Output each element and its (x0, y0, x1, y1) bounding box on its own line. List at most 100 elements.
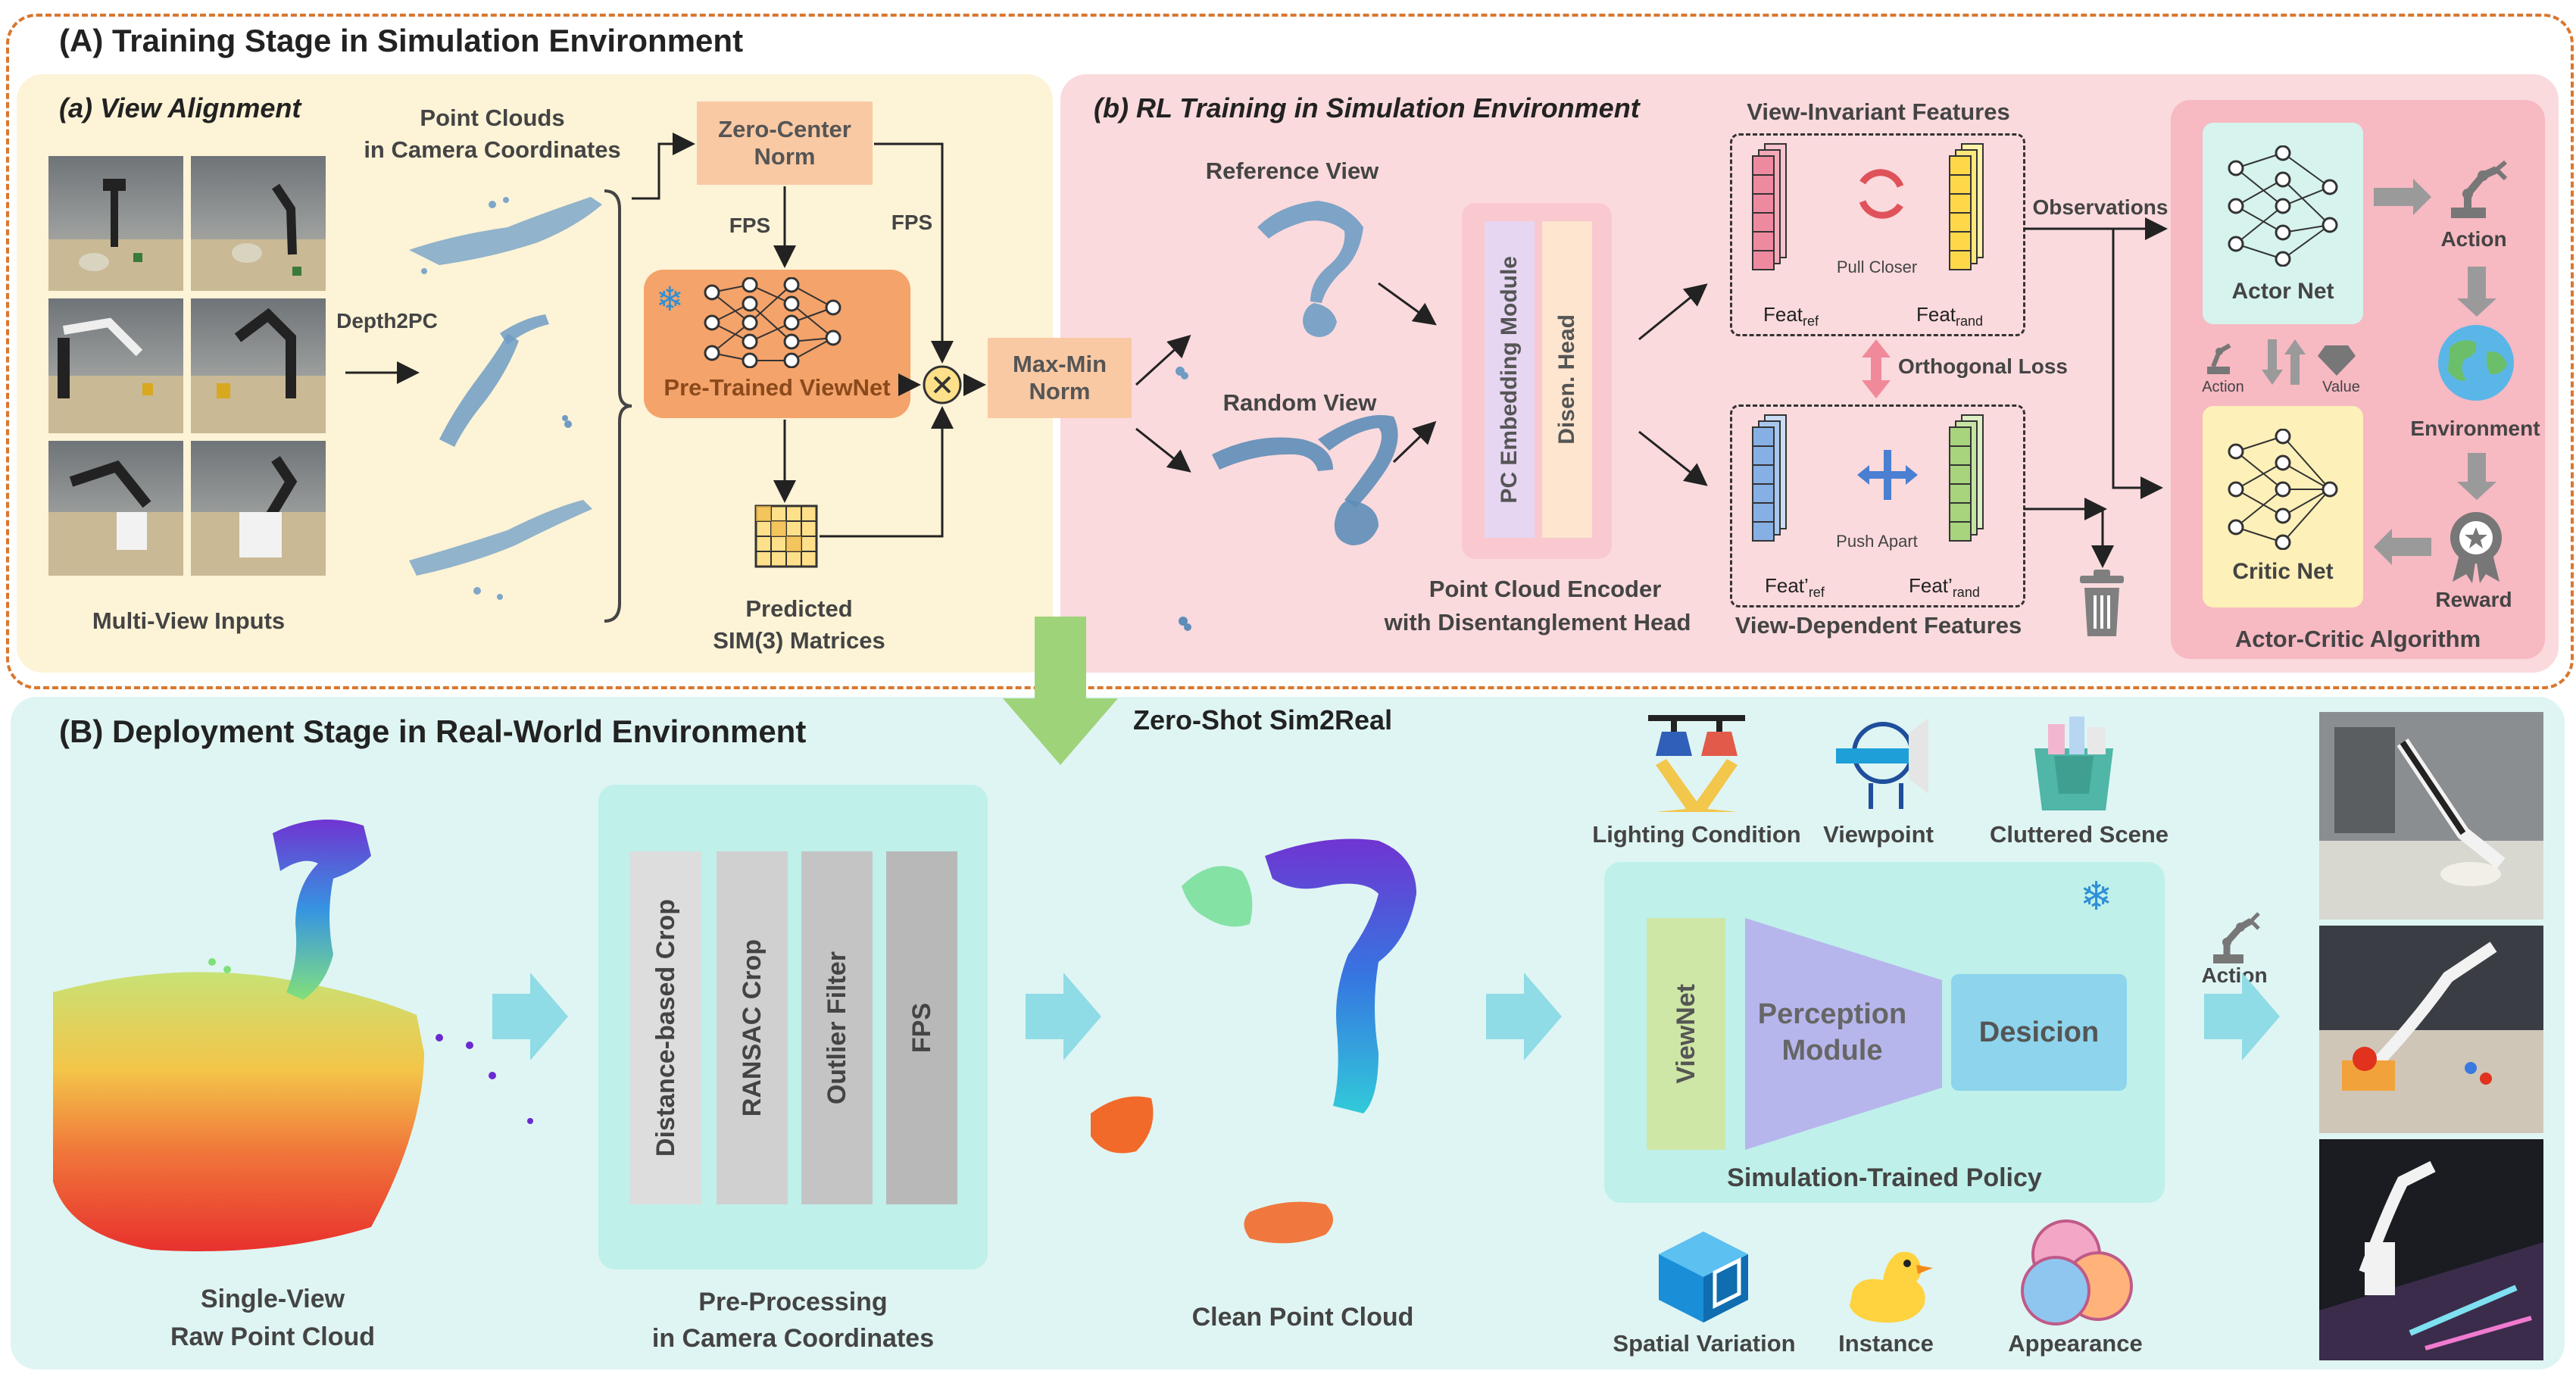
max-min-line2: Norm (1029, 378, 1091, 404)
rl-point-clouds (1176, 201, 1398, 631)
predicted-label-line2: SIM(3) Matrices (713, 627, 885, 654)
sim-view-1 (48, 156, 183, 291)
simulation-trained-policy-label: Simulation-Trained Policy (1727, 1163, 2042, 1192)
sim-view-5 (48, 441, 183, 576)
rl-training-arrows (1135, 179, 2496, 568)
feat-ref-text: Feat (1763, 303, 1803, 326)
real-world-photos (2319, 712, 2543, 1360)
decision-module: Desicion (1951, 974, 2127, 1091)
encoder-label-line2: with Disentanglement Head (1384, 609, 1691, 635)
viewnet-network-icon (704, 277, 841, 368)
viewpoint-icon (1836, 718, 1928, 809)
reference-view-cloud (1176, 201, 1363, 379)
sim-view-3 (48, 298, 183, 433)
point-clouds-label-line1: Point Clouds (420, 105, 565, 131)
sim-view-6 (191, 441, 326, 576)
pretrained-viewnet-label: Pre-Trained ViewNet (664, 374, 891, 401)
multiply-node-icon (923, 365, 962, 404)
critic-net-label: Critic Net (2232, 559, 2334, 584)
perception-module-shape (1745, 918, 1942, 1150)
push-apart-icon (1857, 450, 1918, 500)
raw-point-cloud-line2: Raw Point Cloud (170, 1322, 376, 1351)
stage-a-frame (6, 14, 2574, 689)
feat-prime-ref-label: Feat’ref (1765, 574, 1825, 601)
feat-prime-ref-stack (1752, 414, 1787, 542)
action-small-label: Action (2202, 379, 2244, 395)
frozen-snowflake-icon: ❄ (656, 280, 684, 319)
view-alignment-title: (a) View Alignment (59, 92, 301, 123)
reference-view-label: Reference View (1205, 158, 1379, 184)
feat-prime-ref-sub: ref (1808, 585, 1825, 601)
view-invariant-label: View-Invariant Features (1747, 98, 2010, 125)
random-view-cloud (1179, 415, 1398, 631)
real-photo-2 (2319, 926, 2543, 1133)
environment-label: Environment (2410, 417, 2540, 440)
view-dependent-features-box (1730, 404, 2025, 607)
critic-network-icon (2228, 429, 2338, 550)
zero-center-line2: Norm (754, 143, 816, 170)
lighting-condition-label: Lighting Condition (1592, 821, 1801, 848)
view-dependent-label: View-Dependent Features (1735, 612, 2022, 639)
perception-line2: Module (1781, 1035, 1883, 1066)
appearance-circles-icon (2021, 1219, 2133, 1326)
viewnet-module: ViewNet (1647, 918, 1725, 1150)
feat-rand-stack (1949, 143, 1984, 270)
step-outlier-filter: Outlier Filter (801, 851, 873, 1204)
depth2pc-label: Depth2PC (336, 309, 438, 333)
real-photo-1 (2319, 712, 2543, 920)
max-min-line1: Max-Min (1013, 351, 1107, 377)
multi-view-inputs-label: Multi-View Inputs (92, 607, 286, 634)
push-apart-label: Push Apart (1836, 532, 1918, 551)
actor-critic-exchange-icons (2207, 339, 2356, 385)
raw-point-cloud-line1: Single-View (200, 1285, 345, 1313)
stage-a-title: (A) Training Stage in Simulation Environ… (59, 23, 744, 58)
step-distance-crop: Distance-based Crop (630, 851, 701, 1204)
sim-view-4 (191, 298, 326, 433)
feat-prime-rand-label: Feat’rand (1909, 574, 1980, 601)
spatial-variation-icon (1659, 1232, 1748, 1322)
reward-badge-icon (2450, 512, 2502, 583)
lighting-condition-icon (1648, 715, 1745, 812)
rl-training-title: (b) RL Training in Simulation Environmen… (1094, 92, 1640, 123)
feat-prime-rand-text: Feat’ (1909, 574, 1953, 597)
point-cloud-1 (409, 197, 602, 274)
spatial-variation-label: Spatial Variation (1613, 1330, 1796, 1357)
point-clouds-brace (604, 189, 632, 623)
predicted-label-line1: Predicted (745, 595, 853, 622)
feat-ref-stack (1752, 143, 1787, 270)
feat-rand-sub: rand (1956, 314, 1984, 329)
observations-label: Observations (2032, 195, 2169, 219)
zero-center-norm-box: Zero-Center Norm (697, 101, 873, 185)
sim3-matrix-icon (754, 504, 818, 568)
robot-arm-icon (2451, 160, 2508, 218)
fps-left-label: FPS (729, 214, 771, 237)
deploy-action-label: Action (2201, 963, 2268, 987)
point-clouds-label-line2: in Camera Coordinates (364, 136, 621, 163)
feat-ref-sub: ref (1803, 314, 1819, 329)
orthogonal-loss-label: Orthogonal Loss (1898, 354, 2068, 378)
camera-point-clouds (409, 197, 602, 600)
preprocessing-line2: in Camera Coordinates (651, 1324, 935, 1353)
step-fps: FPS (886, 851, 957, 1204)
clean-point-cloud (1091, 838, 1416, 1244)
value-small-label: Value (2322, 379, 2360, 395)
step-ransac-crop: RANSAC Crop (717, 851, 788, 1204)
decision-label: Desicion (1978, 1016, 2100, 1048)
deploy-robot-arm-icon (2213, 912, 2260, 963)
encoder-label-line1: Point Cloud Encoder (1429, 576, 1662, 602)
deployment-flow-arrows (492, 973, 2280, 1060)
view-invariant-features-box (1730, 133, 2025, 336)
preprocessing-line1: Pre-Processing (698, 1288, 888, 1316)
pull-closer-icon (1859, 169, 1904, 219)
cluttered-scene-icon (2034, 717, 2113, 810)
point-cloud-2 (439, 314, 572, 447)
feat-rand-text: Feat (1916, 303, 1956, 326)
actor-critic-label: Actor-Critic Algorithm (2234, 626, 2481, 652)
policy-snowflake-icon: ❄ (2080, 874, 2113, 920)
disen-head-module: Disen. Head (1542, 221, 1592, 538)
reward-label: Reward (2435, 588, 2512, 611)
sim2real-label: Zero-Shot Sim2Real (1133, 704, 1393, 735)
pretrained-viewnet-box (644, 270, 910, 418)
sim2real-transfer-arrow (1003, 617, 1118, 765)
action-label: Action (2440, 227, 2507, 251)
